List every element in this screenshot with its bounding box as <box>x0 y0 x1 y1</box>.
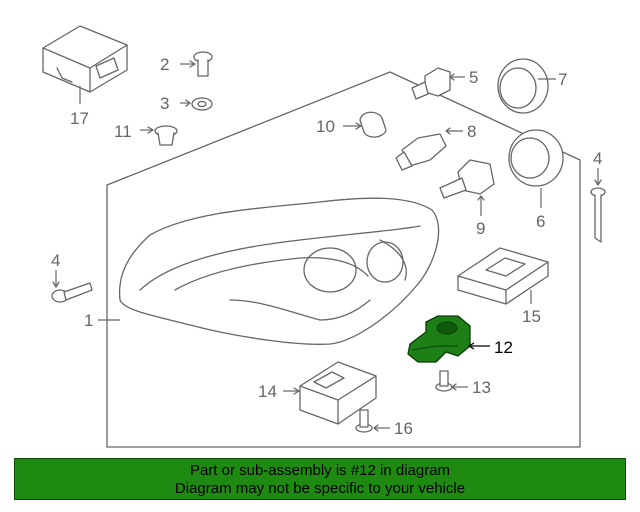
part-7-cap[interactable] <box>497 58 556 114</box>
part-17-control-module[interactable] <box>42 25 128 104</box>
callout-17: 17 <box>70 109 89 128</box>
callout-15: 15 <box>522 307 541 326</box>
part-14-ballast[interactable] <box>283 361 377 425</box>
part-2-screw[interactable] <box>180 51 213 77</box>
part-8-bulb-h7[interactable] <box>395 127 463 171</box>
callout-1: 1 <box>84 311 93 330</box>
part-16-screw[interactable] <box>355 409 390 433</box>
part-3-washer[interactable] <box>180 97 213 111</box>
callout-13: 13 <box>472 378 491 397</box>
callout-12: 12 <box>494 338 513 357</box>
part-13-screw[interactable] <box>435 370 468 392</box>
callout-2: 2 <box>160 55 169 74</box>
callout-4-left: 4 <box>51 251 60 270</box>
callout-4-right: 4 <box>593 149 602 168</box>
callout-7: 7 <box>558 70 567 89</box>
part-10-bulb[interactable] <box>343 111 387 138</box>
part-9-xenon-bulb[interactable] <box>439 159 495 216</box>
part-4-bolt-left[interactable] <box>51 270 93 303</box>
callout-9: 9 <box>476 219 485 238</box>
callout-16: 16 <box>394 419 413 438</box>
part-11-clip[interactable] <box>140 125 178 146</box>
info-banner: Part or sub-assembly is #12 in diagram D… <box>14 458 626 500</box>
callout-5: 5 <box>469 68 478 87</box>
part-15-module[interactable] <box>457 247 549 305</box>
part-6-cap[interactable] <box>508 129 564 208</box>
callout-3: 3 <box>160 94 169 113</box>
callout-8: 8 <box>467 122 476 141</box>
callout-6: 6 <box>536 212 545 231</box>
part-12-bracket-highlighted[interactable] <box>407 315 490 363</box>
part-1-headlamp-assembly[interactable] <box>98 197 440 345</box>
callout-14: 14 <box>258 382 277 401</box>
banner-line-2: Diagram may not be specific to your vehi… <box>174 480 466 497</box>
part-4-bolt-right[interactable] <box>590 168 606 243</box>
callout-11: 11 <box>114 122 132 141</box>
assembly-boundary <box>106 71 581 448</box>
parts-diagram: 1 2 3 4 4 5 6 7 8 9 10 11 12 13 14 15 16… <box>42 25 606 448</box>
banner-line-1: Part or sub-assembly is #12 in diagram <box>189 462 451 479</box>
callout-10: 10 <box>316 117 335 136</box>
part-5-bulb-socket[interactable] <box>411 67 465 100</box>
